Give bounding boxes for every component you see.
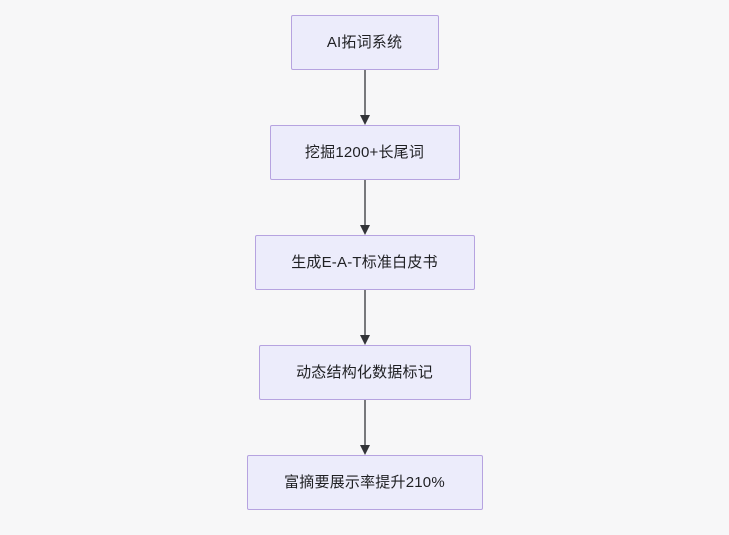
edge-line-icon [363,400,366,446]
down-arrow-icon [359,335,370,345]
flowchart-node-n1[interactable]: 挖掘1200+长尾词 [269,125,460,180]
down-arrow-icon [359,115,370,125]
down-arrow-icon [359,225,370,235]
flowchart-node-label: 生成E-A-T标准白皮书 [291,254,438,271]
edge-line-icon [363,290,366,336]
flowchart-node-n4[interactable]: 富摘要展示率提升210% [246,455,483,510]
flowchart-node-label: 富摘要展示率提升210% [284,474,445,491]
flowchart-node-label: AI拓词系统 [326,34,403,51]
flowchart-node-label: 挖掘1200+长尾词 [304,144,425,161]
down-arrow-icon [359,445,370,455]
flowchart-node-n0[interactable]: AI拓词系统 [290,15,439,70]
flowchart-edge-n0-n1 [359,70,371,125]
flowchart-edge-n2-n3 [359,290,371,345]
flowchart-node-label: 动态结构化数据标记 [296,364,433,381]
flowchart-edge-n1-n2 [359,180,371,235]
edge-line-icon [363,70,366,116]
edge-line-icon [363,180,366,226]
flowchart-node-n2[interactable]: 生成E-A-T标准白皮书 [254,235,475,290]
flowchart-node-n3[interactable]: 动态结构化数据标记 [258,345,471,400]
flowchart-edge-n3-n4 [359,400,371,455]
